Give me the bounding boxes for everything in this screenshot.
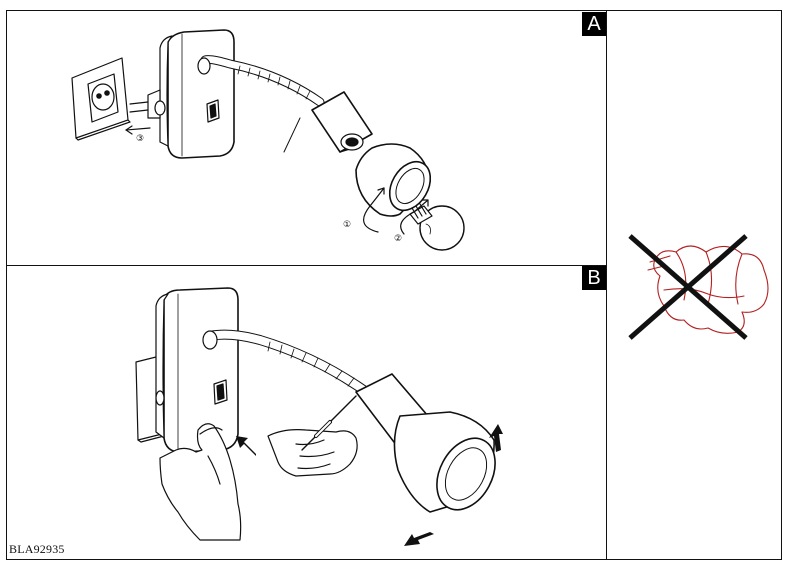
flexible-arm-b (202, 329, 377, 401)
document-code: BLA92935 (9, 542, 65, 556)
step-marker-3: ③ (136, 134, 144, 144)
rotate-arrow-down (404, 532, 434, 546)
panel-b-frame (6, 265, 607, 560)
hand-holding-housing (159, 423, 242, 541)
lamp-shade-a (355, 143, 432, 217)
hand-with-screwdriver (267, 395, 358, 477)
rotate-arrow-up (489, 424, 503, 452)
push-arrow-housing (236, 436, 256, 456)
prohibited-cross-icon (628, 234, 748, 340)
wall-socket-illustration (71, 57, 131, 141)
panel-a-label: A (582, 12, 606, 36)
step-marker-1: ① (343, 220, 351, 230)
lamp-holder-a (283, 91, 373, 153)
insert-arrow-2 (400, 199, 429, 235)
flexible-arm-a (197, 55, 325, 107)
plug-in-housing-b (155, 287, 239, 453)
plug-in-housing-illustration (125, 29, 235, 159)
panel-b-label: B (582, 266, 606, 290)
step-marker-2: ② (394, 234, 402, 244)
cloth-icon (647, 245, 769, 334)
bulb-a (409, 203, 465, 251)
lamp-shade-b (393, 411, 496, 513)
rotation-arrow-1 (363, 187, 385, 233)
